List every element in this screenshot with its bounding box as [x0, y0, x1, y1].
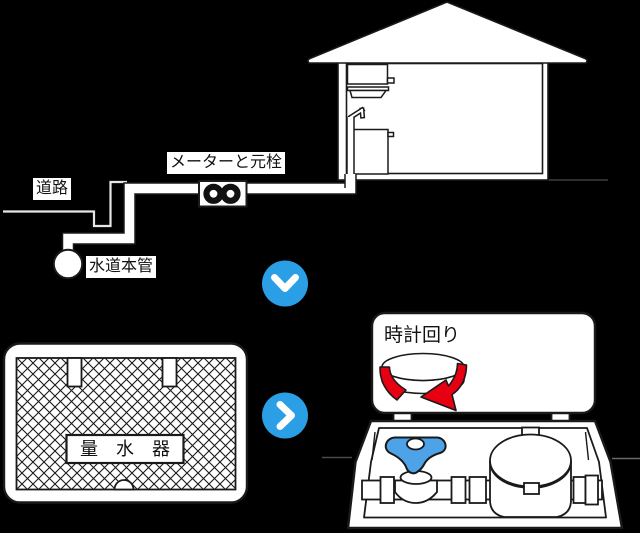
down-chevron-button[interactable] — [262, 260, 308, 307]
valve-body — [394, 479, 438, 504]
house-illustration — [307, 1, 588, 181]
open-meter-box-illustration — [322, 311, 640, 530]
second-floor-fixture — [346, 63, 395, 99]
meter-box-lid-illustration — [2, 342, 249, 504]
lid-notch-right — [161, 357, 178, 388]
infinity-meter-icon — [203, 183, 241, 204]
meter-valve-label: メーターと元栓 — [167, 152, 286, 175]
lattice-pattern — [15, 357, 237, 491]
road-line — [3, 180, 127, 228]
meter-lid-plate — [65, 433, 185, 465]
lid-notch-left — [66, 357, 83, 388]
stop-valve — [384, 436, 447, 504]
arrow-tail — [379, 366, 407, 401]
valve-handle — [384, 436, 447, 475]
water-main-label: 水道本管 — [86, 256, 157, 279]
water-main-circle — [52, 248, 84, 280]
chevron-down-icon — [271, 274, 299, 292]
roof — [307, 1, 588, 64]
chevron-right-icon — [276, 401, 295, 430]
road-label: 道路 — [33, 178, 72, 201]
meter-symbol-box — [198, 180, 248, 208]
valve-handle-hole — [406, 437, 425, 451]
arrow-head — [420, 362, 468, 412]
clockwise-label: 時計回り — [384, 325, 461, 346]
clockwise-rotation-icon — [379, 352, 468, 412]
right-chevron-button[interactable] — [262, 392, 308, 439]
faucet-icon — [347, 106, 366, 121]
meter-plate-label: 量 水 器 — [80, 438, 170, 459]
round-water-meter — [489, 426, 572, 518]
pipe-couplings — [379, 474, 599, 506]
lid-finger-notch — [113, 479, 135, 491]
